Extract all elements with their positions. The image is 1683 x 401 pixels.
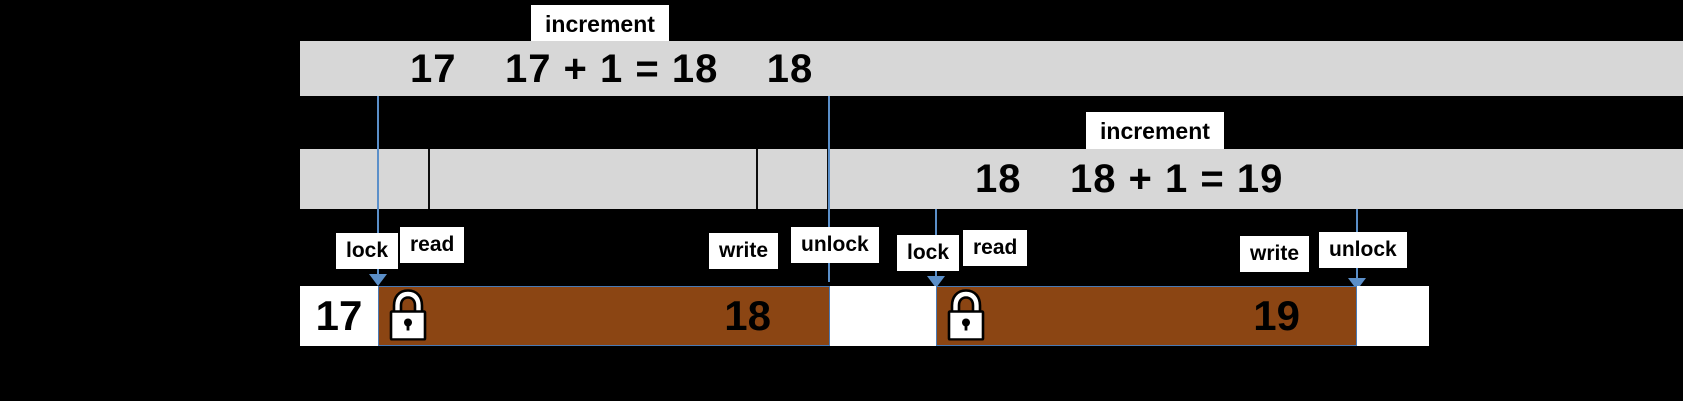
- guide-arrow-lock-1: [369, 274, 387, 286]
- op-tag-lock-1: lock: [336, 233, 399, 269]
- op-tag-read-2: read: [963, 230, 1028, 266]
- op-tag-read-1: read: [400, 227, 465, 263]
- shared-value-initial-text: 17: [315, 292, 363, 339]
- guide-line-lock-1: [377, 96, 379, 276]
- guide-arrow-lock-2: [927, 276, 945, 288]
- thread-2-bar-text: 18 18 + 1 = 19: [975, 157, 1284, 201]
- locked-span-2-value: 19: [1253, 292, 1300, 339]
- locked-span-1-value: 18: [724, 292, 771, 339]
- thread-1-bar: 17 17 + 1 = 18 18: [300, 41, 1683, 96]
- thread-2-divider-2: [756, 149, 758, 209]
- thread-1-bar-text: 17 17 + 1 = 18 18: [410, 47, 814, 91]
- shared-value-initial: 17: [300, 286, 378, 346]
- op-tag-lock-2: lock: [897, 235, 960, 271]
- padlock-icon-1: [385, 287, 431, 346]
- shared-value-final: [1357, 286, 1429, 346]
- increment-label-thread-2: increment: [1086, 112, 1224, 152]
- locked-span-1: 18: [378, 286, 830, 346]
- padlock-icon-2: [943, 287, 989, 346]
- increment-label-thread-1: increment: [531, 5, 669, 45]
- shared-value-between: [830, 286, 936, 346]
- op-tag-write-1: write: [709, 233, 779, 269]
- locked-span-2: 19: [936, 286, 1357, 346]
- op-tag-unlock-2: unlock: [1319, 232, 1407, 268]
- thread-2-bar: 18 18 + 1 = 19: [300, 149, 1683, 209]
- guide-line-unlock-1: [828, 96, 830, 282]
- op-tag-write-2: write: [1240, 236, 1310, 272]
- op-tag-unlock-1: unlock: [791, 227, 879, 263]
- thread-2-divider-1: [428, 149, 430, 209]
